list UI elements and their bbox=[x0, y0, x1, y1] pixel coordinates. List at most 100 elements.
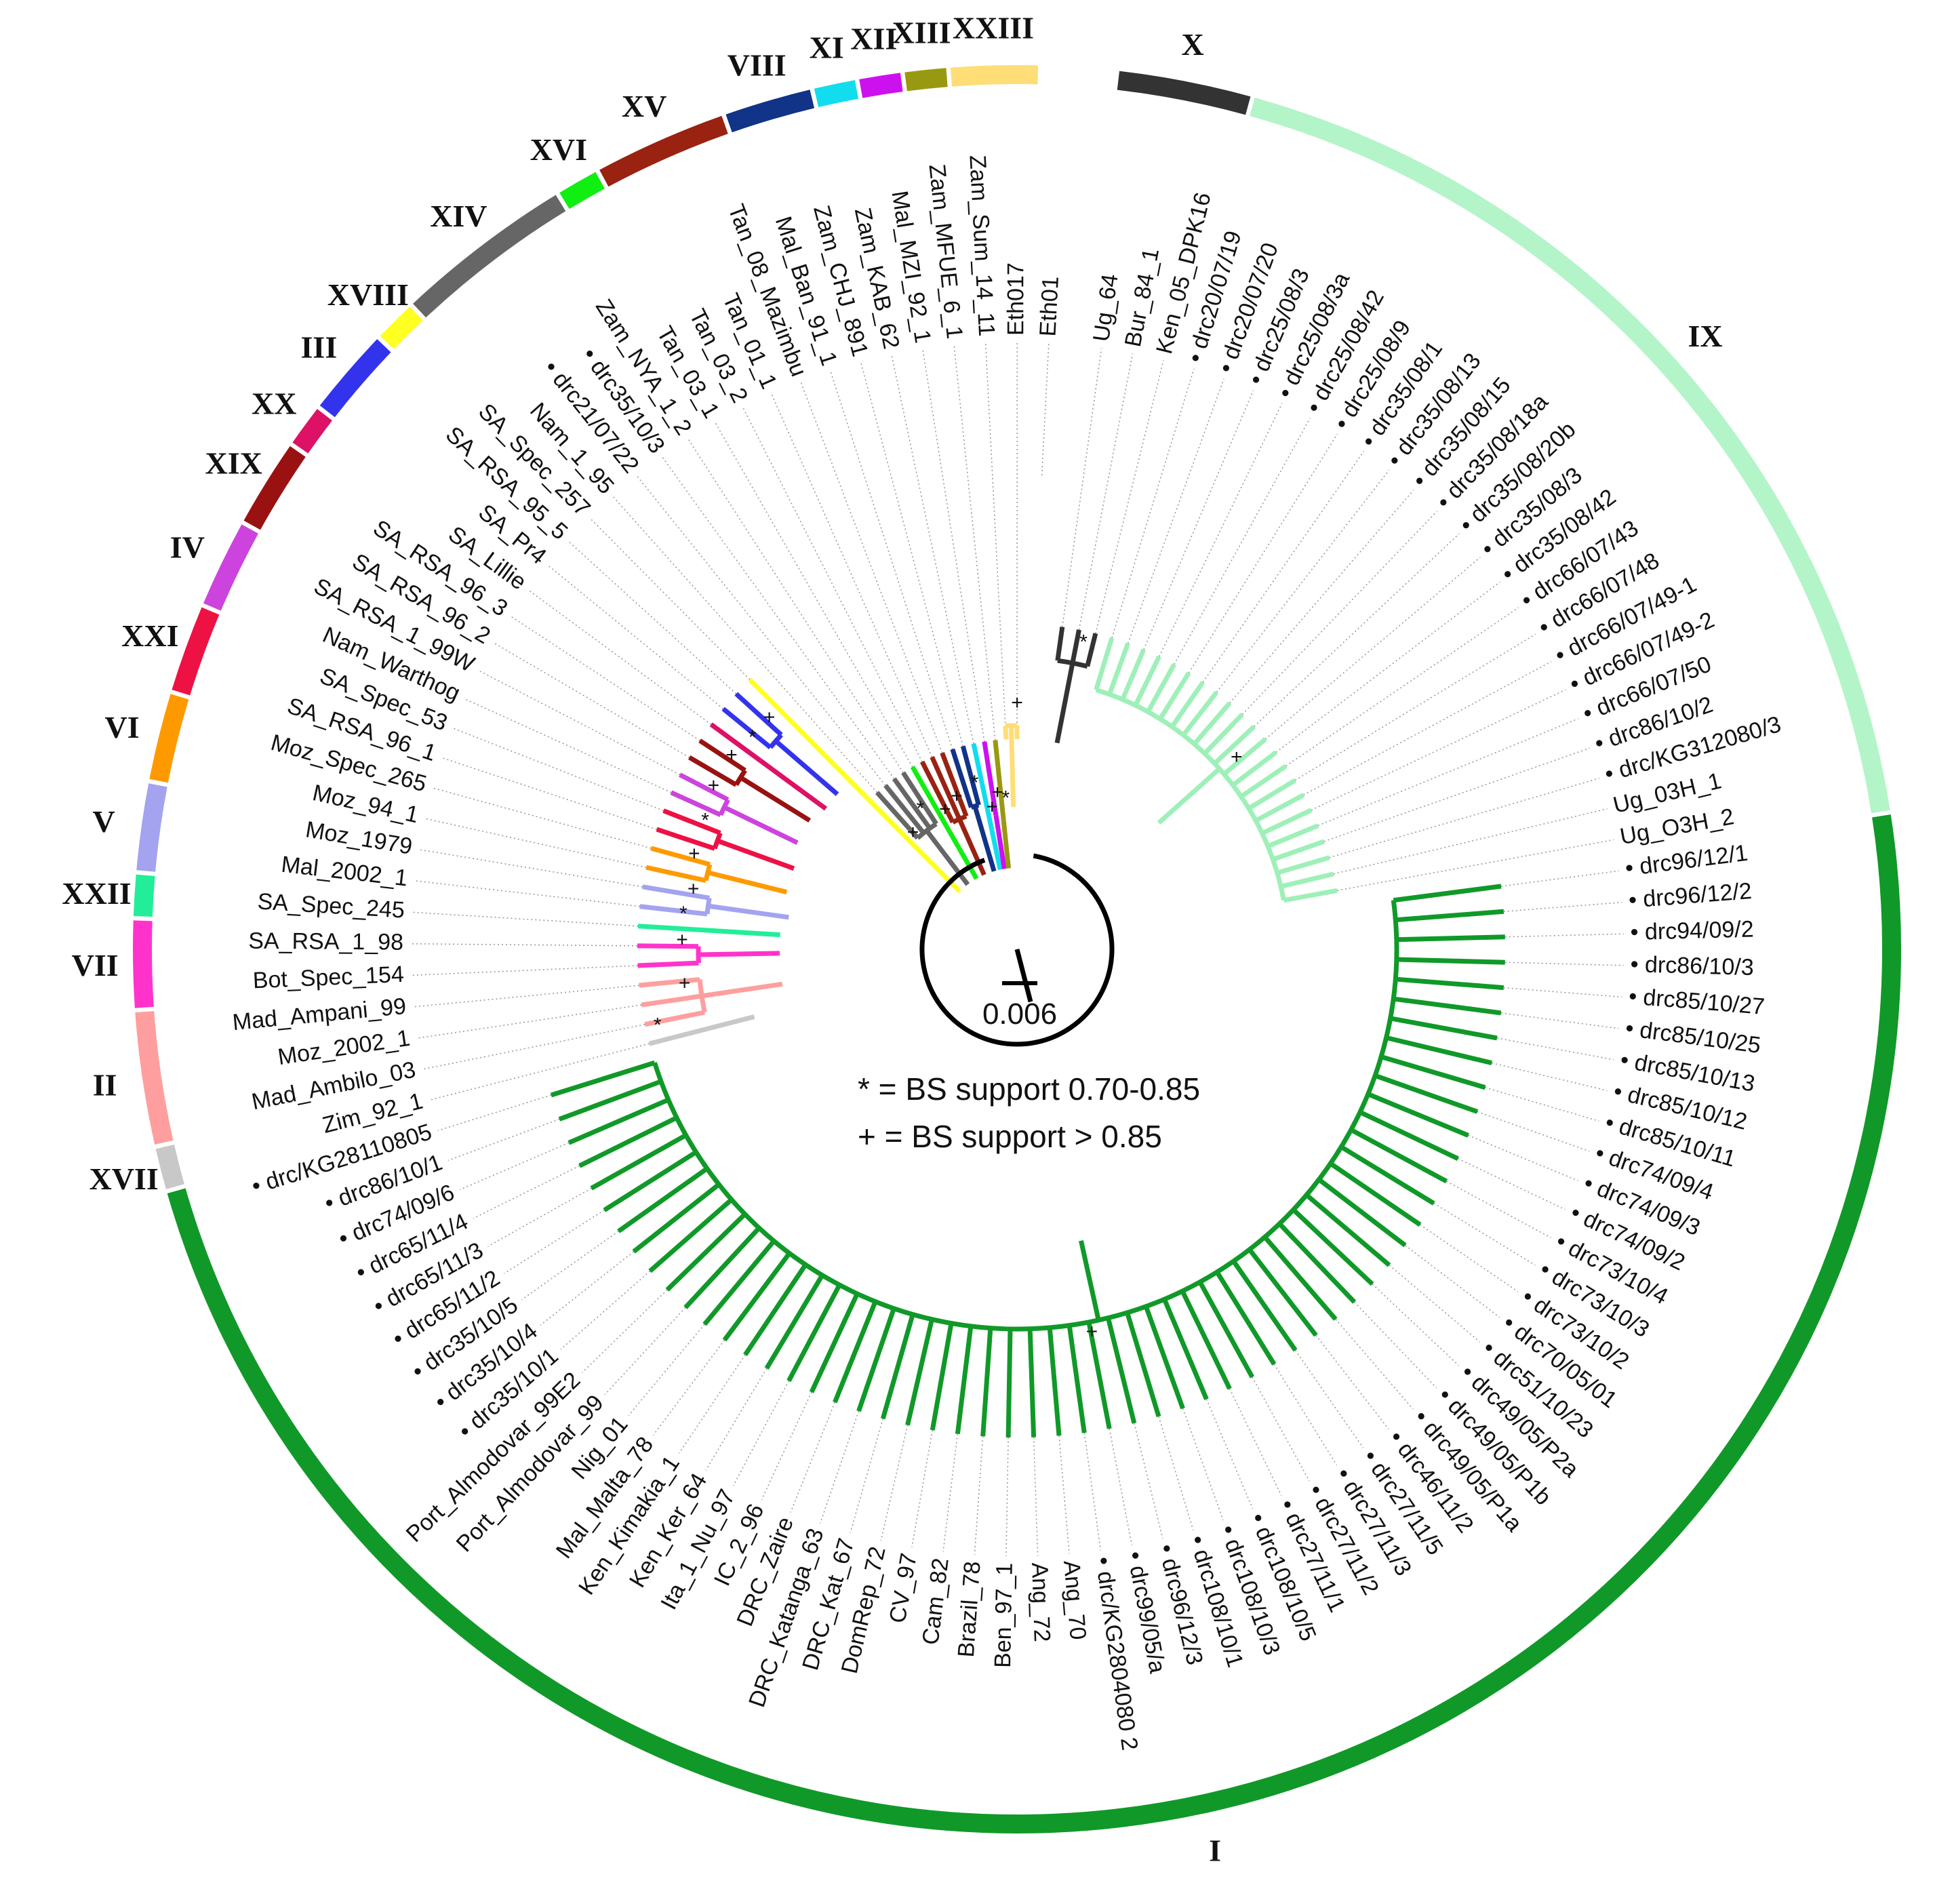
tip-branch bbox=[1047, 1327, 1062, 1436]
leaf-label: Ben_97_1 bbox=[990, 1562, 1018, 1668]
tip-branch bbox=[1003, 726, 1009, 740]
genotype-ring-segment-XVI bbox=[559, 172, 605, 210]
leader-line bbox=[582, 1289, 668, 1373]
leader-line bbox=[891, 355, 974, 744]
tip-branch bbox=[1359, 1109, 1459, 1161]
legend-plus-line: + = BS support > 0.85 bbox=[858, 1119, 1162, 1154]
leader-line bbox=[1095, 360, 1164, 634]
leader-line bbox=[922, 349, 985, 742]
genotype-ring-segment-X bbox=[1117, 71, 1251, 115]
clade-stem bbox=[675, 1014, 755, 1039]
tip-branch bbox=[632, 1183, 721, 1254]
genotype-ring-segment-XI bbox=[814, 80, 859, 108]
leaf-label: • drc96/12/1 bbox=[1624, 840, 1749, 881]
leader-line bbox=[662, 456, 895, 779]
tip-branch bbox=[1276, 855, 1330, 875]
leader-line bbox=[1335, 1319, 1414, 1410]
tip-branch bbox=[644, 1010, 705, 1027]
leader-line bbox=[742, 407, 923, 762]
leader-line bbox=[1188, 433, 1338, 673]
clade-stem bbox=[1001, 820, 1012, 869]
tip-branch bbox=[698, 738, 746, 773]
genotype-ring-segment-II bbox=[135, 1011, 174, 1145]
support-mark: + bbox=[1011, 692, 1023, 714]
genotype-ring-segment-IX bbox=[1250, 98, 1890, 814]
support-mark: * bbox=[917, 797, 925, 820]
clade-stem bbox=[707, 903, 789, 920]
leader-line bbox=[1492, 1062, 1608, 1092]
tip-branch bbox=[665, 1212, 747, 1292]
leader-line bbox=[1252, 1376, 1310, 1482]
tip-branch bbox=[910, 766, 952, 833]
leaf-label: • drc96/12/2 bbox=[1628, 878, 1753, 913]
genotype-ring-segment-VII bbox=[133, 920, 154, 1008]
leader-line bbox=[1504, 961, 1624, 966]
tip-branch bbox=[1272, 839, 1326, 862]
genotype-ring-segment-III bbox=[319, 339, 391, 418]
leader-line bbox=[1275, 581, 1500, 753]
clade-stem bbox=[1157, 767, 1221, 825]
leaf-label: SA_Spec_245 bbox=[257, 888, 405, 923]
tip-branch bbox=[656, 827, 716, 851]
leader-line bbox=[589, 517, 751, 680]
leader-line bbox=[1500, 870, 1619, 887]
leader-line bbox=[1336, 839, 1614, 892]
leader-line bbox=[974, 1436, 984, 1555]
leader-line bbox=[437, 1094, 552, 1132]
tip-branch bbox=[1107, 642, 1130, 696]
leader-line bbox=[1005, 1437, 1009, 1556]
support-mark: + bbox=[939, 798, 951, 820]
genotype-ring-segment-XX bbox=[292, 409, 332, 454]
leaf-label: Ang_72 bbox=[1027, 1562, 1055, 1642]
tip-branch bbox=[1158, 671, 1191, 721]
leader-line bbox=[567, 540, 737, 694]
genotype-label: V bbox=[93, 804, 115, 839]
tip-branch bbox=[1231, 1259, 1298, 1352]
support-mark: + bbox=[687, 877, 700, 900]
support-mark: * bbox=[679, 903, 687, 925]
clade-arc-I bbox=[652, 900, 1399, 1332]
leader-line bbox=[1405, 1244, 1500, 1318]
genotype-ring-segment-XXIII bbox=[950, 65, 1039, 87]
clade-stem bbox=[972, 805, 997, 872]
tip-branch bbox=[1292, 1208, 1374, 1286]
tip-branch bbox=[1280, 871, 1334, 889]
genotype-ring-segment-XIV bbox=[413, 195, 566, 318]
leader-line bbox=[432, 787, 652, 849]
leader-line bbox=[447, 1118, 560, 1162]
genotype-label: XIV bbox=[430, 199, 487, 233]
leader-line bbox=[418, 848, 643, 888]
tip-branch bbox=[558, 1079, 662, 1122]
tip-branch bbox=[1162, 1298, 1209, 1400]
support-mark: * bbox=[701, 810, 709, 832]
clade-stem bbox=[716, 838, 795, 871]
tip-branch bbox=[722, 1252, 792, 1342]
support-mark: + bbox=[951, 785, 963, 808]
tip-branch bbox=[833, 1301, 878, 1404]
leader-line bbox=[761, 1391, 812, 1501]
tip-branch bbox=[721, 707, 772, 750]
genotype-label: XII bbox=[850, 21, 897, 56]
leader-line bbox=[560, 1271, 651, 1350]
leader-line bbox=[1202, 451, 1365, 683]
clade-stem bbox=[774, 739, 839, 796]
leader-line bbox=[1058, 1435, 1070, 1554]
leader-line bbox=[1264, 557, 1481, 740]
tip-branch bbox=[1055, 627, 1065, 661]
leader-line bbox=[1333, 808, 1608, 875]
tip-branch bbox=[648, 1197, 734, 1273]
tip-branch bbox=[1261, 808, 1313, 836]
leader-line bbox=[1500, 1012, 1619, 1029]
tip-branch bbox=[930, 756, 962, 820]
leader-line bbox=[473, 1165, 580, 1219]
support-mark: * bbox=[654, 1014, 662, 1036]
support-mark: + bbox=[763, 707, 776, 729]
tip-branch bbox=[637, 960, 699, 968]
tip-branch bbox=[1197, 1281, 1255, 1379]
support-mark: * bbox=[1079, 631, 1088, 654]
tip-branch bbox=[1231, 750, 1278, 787]
leader-line bbox=[424, 818, 647, 869]
tip-branch bbox=[1143, 1305, 1185, 1410]
tip-branch bbox=[1222, 737, 1267, 776]
leader-line bbox=[1315, 1334, 1389, 1430]
